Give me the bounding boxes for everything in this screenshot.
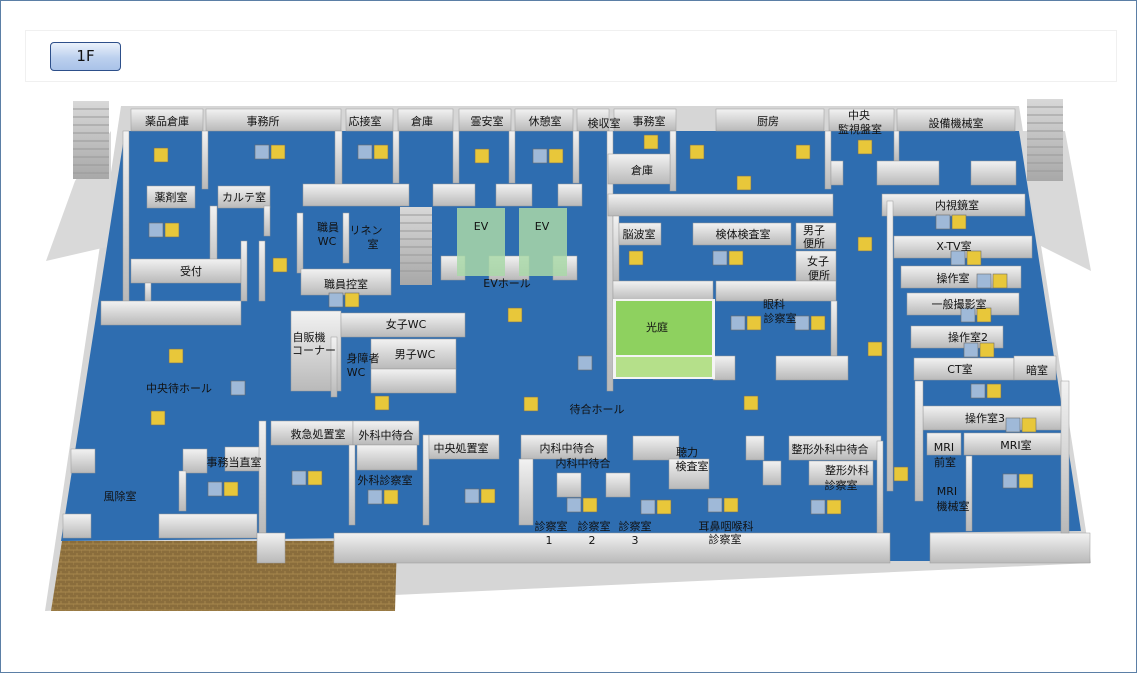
room-label[interactable]: 倉庫 <box>631 163 653 177</box>
room-label[interactable]: 中央処置室 <box>434 441 489 455</box>
room-label[interactable]: 操作室 <box>937 271 970 285</box>
room-label[interactable]: 中央待ホール <box>146 381 212 395</box>
room-label[interactable]: CT室 <box>947 362 972 376</box>
room-label[interactable]: 中央 <box>848 109 870 122</box>
room-label[interactable]: 倉庫 <box>411 114 433 128</box>
room-label[interactable]: コーナー <box>292 344 336 357</box>
sensor-icon <box>148 134 1037 515</box>
room-label[interactable]: 診察室 <box>619 519 652 533</box>
room-label[interactable]: 診察室 <box>535 519 568 533</box>
room-label[interactable]: 操作室3 <box>965 411 1005 425</box>
room-label[interactable]: 一般撮影室 <box>932 297 987 311</box>
room-label[interactable]: 職員 <box>317 221 339 234</box>
room-label[interactable]: 機械室 <box>937 499 970 513</box>
stairs-icon <box>73 99 1063 285</box>
room-label[interactable]: MRI <box>937 485 957 498</box>
room-label[interactable]: 検収室 <box>588 116 621 130</box>
room-label[interactable]: 薬品倉庫 <box>145 114 189 128</box>
room-label[interactable]: 耳鼻咽喉科 <box>699 519 754 533</box>
room-label[interactable]: カルテ室 <box>222 190 266 204</box>
room-label[interactable]: 女子 <box>807 254 829 268</box>
room-label[interactable]: 女子WC <box>386 317 427 331</box>
room-label[interactable]: 職員控室 <box>324 277 368 291</box>
room-label[interactable]: MRI室 <box>1000 438 1031 452</box>
room-label[interactable]: 2 <box>589 534 596 547</box>
room-label[interactable]: 待合ホール <box>570 402 625 416</box>
room-label[interactable]: 霊安室 <box>471 114 504 128</box>
room-label[interactable]: 便所 <box>803 237 825 250</box>
room-label[interactable]: 外科診察室 <box>358 473 413 487</box>
room-label[interactable]: WC <box>347 366 366 379</box>
room-label[interactable]: 診察室 <box>578 519 611 533</box>
outdoor-ground <box>51 541 397 611</box>
room-label[interactable]: 暗室 <box>1026 363 1048 377</box>
room-label[interactable]: 自販機 <box>293 330 326 344</box>
room-label[interactable]: 1 <box>546 534 553 547</box>
room-label[interactable]: EVホール <box>483 277 530 290</box>
room-label[interactable]: 聴力 <box>676 446 698 459</box>
elevator-2 <box>519 208 567 276</box>
room-label[interactable]: 内視鏡室 <box>935 198 979 212</box>
floor-1f-button[interactable]: 1F <box>50 42 121 71</box>
room-label[interactable]: 診察室 <box>764 311 797 325</box>
room-label[interactable]: 応接室 <box>349 114 382 128</box>
room-label[interactable]: 検査室 <box>676 459 709 473</box>
room-label[interactable]: 救急処置室 <box>291 427 346 441</box>
room-label[interactable]: 設備機械室 <box>929 116 984 130</box>
room-label[interactable]: 身障者 <box>347 351 380 365</box>
room-labels: 薬品倉庫 事務所 応接室 倉庫 霊安室 休憩室 検収室 事務室 厨房 中央 監視… <box>104 109 1049 547</box>
room-label[interactable]: 診察室 <box>825 478 858 492</box>
room-label[interactable]: 事務室 <box>633 114 666 128</box>
room-label[interactable]: 前室 <box>934 455 956 469</box>
room-label[interactable]: 休憩室 <box>529 114 562 128</box>
room-label[interactable]: X-TV室 <box>936 239 971 253</box>
room-label[interactable]: 薬剤室 <box>155 190 188 204</box>
room-label[interactable]: 監視盤室 <box>838 122 882 136</box>
room-label[interactable]: 整形外科 <box>825 463 869 477</box>
room-label[interactable]: 3 <box>632 534 639 547</box>
room-label[interactable]: EV <box>535 220 550 233</box>
room-label[interactable]: 眼科 <box>763 297 785 311</box>
room-label[interactable]: 整形外科中待合 <box>792 442 869 456</box>
floor-toolbar <box>25 30 1117 82</box>
room-label[interactable]: 外科中待合 <box>359 428 414 442</box>
room-label[interactable]: 男子WC <box>395 348 436 361</box>
room-label[interactable]: 操作室2 <box>948 330 988 344</box>
room-label[interactable]: MRI <box>934 441 954 454</box>
room-label[interactable]: 内科中待合 <box>540 441 595 455</box>
room-label[interactable]: 受付 <box>180 265 202 278</box>
room-label[interactable]: 便所 <box>808 269 830 282</box>
room-label[interactable]: 厨房 <box>757 115 779 128</box>
room-label[interactable]: 検体検査室 <box>716 227 771 241</box>
room-label[interactable]: 室 <box>368 237 379 251</box>
room-label[interactable]: 診察室 <box>709 532 742 546</box>
walls <box>62 108 1091 564</box>
room-label[interactable]: EV <box>474 220 489 233</box>
room-label[interactable]: 内科中待合 <box>556 456 611 470</box>
room-label[interactable]: 事務当直室 <box>207 455 262 469</box>
room-label[interactable]: 脳波室 <box>623 227 656 241</box>
room-label[interactable]: WC <box>318 235 337 248</box>
room-label[interactable]: 風除室 <box>104 489 137 503</box>
room-label[interactable]: 事務所 <box>247 114 280 128</box>
room-label[interactable]: 男子 <box>803 224 825 237</box>
floor-plan: 薬品倉庫 事務所 応接室 倉庫 霊安室 休憩室 検収室 事務室 厨房 中央 監視… <box>45 99 1091 611</box>
room-label[interactable]: リネン <box>350 224 383 237</box>
elevator-1 <box>457 208 505 276</box>
room-label[interactable]: 光庭 <box>646 320 668 334</box>
